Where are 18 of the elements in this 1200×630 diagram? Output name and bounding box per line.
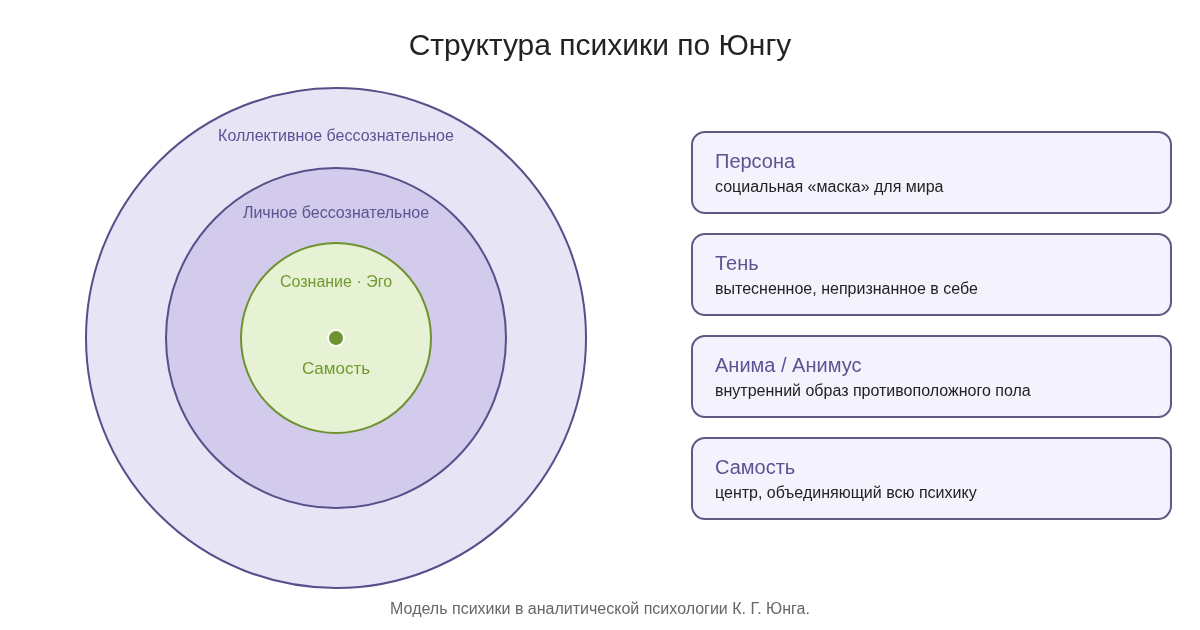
card-description: вытесненное, непризнанное в себе (715, 279, 979, 299)
info-card (691, 233, 1172, 316)
card-heading: Самость (715, 455, 797, 480)
card-description: внутренний образ противоположного пола (715, 381, 1032, 401)
card-heading: Персона (715, 149, 797, 174)
card-description: центр, объединяющий всю психику (715, 483, 978, 503)
diagram-title: Структура психики по Юнгу (408, 27, 792, 63)
info-card (691, 335, 1172, 418)
diagram-caption: Модель психики в аналитической психологии К. Г. Юнга. (390, 599, 810, 619)
circle-label: Сознание · Эго (279, 272, 393, 292)
card-heading: Тень (715, 251, 760, 276)
dot-label: Самость (301, 358, 371, 380)
card-heading: Анима / Анимус (715, 353, 863, 378)
info-card (691, 437, 1172, 520)
circle-label: Личное бессознательное (242, 203, 430, 223)
circle-label: Коллективное бессознательное (218, 126, 454, 146)
card-description: социальная «маска» для мира (715, 177, 945, 197)
info-card (691, 131, 1172, 214)
